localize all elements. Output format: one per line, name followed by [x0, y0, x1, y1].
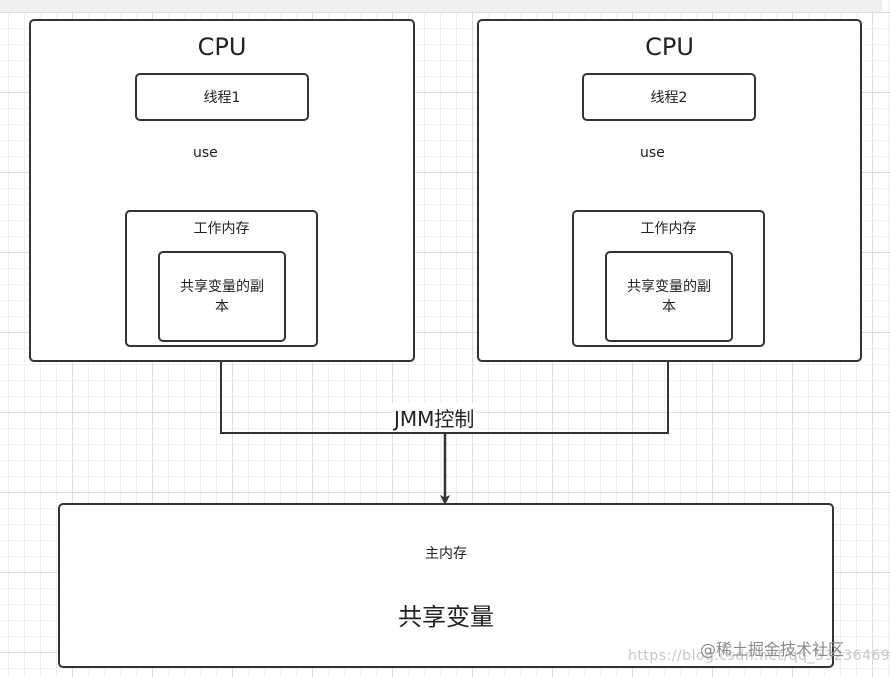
- shared-copy-box-1: 共享变量的副 本: [158, 251, 286, 342]
- working-memory-label-1: 工作内存: [193, 221, 250, 237]
- use-label-1: use: [191, 145, 220, 161]
- thread-box-1: 线程1: [135, 73, 309, 121]
- use-label-2: use: [638, 145, 667, 161]
- cpu-title-2: CPU: [645, 33, 694, 61]
- cpu-title-1: CPU: [197, 33, 247, 61]
- main-memory-box: 主内存 共享变量: [58, 503, 834, 668]
- working-memory-label-2: 工作内存: [640, 221, 697, 237]
- shared-variable-label: 共享变量: [398, 603, 494, 631]
- thread-label-1: 线程1: [203, 90, 241, 106]
- shared-copy-line-2a: 共享变量的副: [627, 278, 711, 295]
- shared-copy-line-1b: 本: [215, 298, 229, 315]
- watermark-url: https://blog.csdn.net/qq_53236469: [628, 648, 890, 664]
- top-bar: [0, 0, 882, 12]
- shared-copy-line-1a: 共享变量的副: [180, 278, 264, 295]
- watermark-text: @稀土掘金技术社区: [700, 640, 845, 659]
- shared-copy-box-2: 共享变量的副 本: [605, 251, 733, 342]
- shared-copy-line-2b: 本: [662, 298, 676, 315]
- thread-box-2: 线程2: [582, 73, 756, 121]
- thread-label-2: 线程2: [650, 90, 688, 106]
- jmm-label: JMM控制: [392, 403, 477, 432]
- main-memory-label: 主内存: [425, 546, 467, 562]
